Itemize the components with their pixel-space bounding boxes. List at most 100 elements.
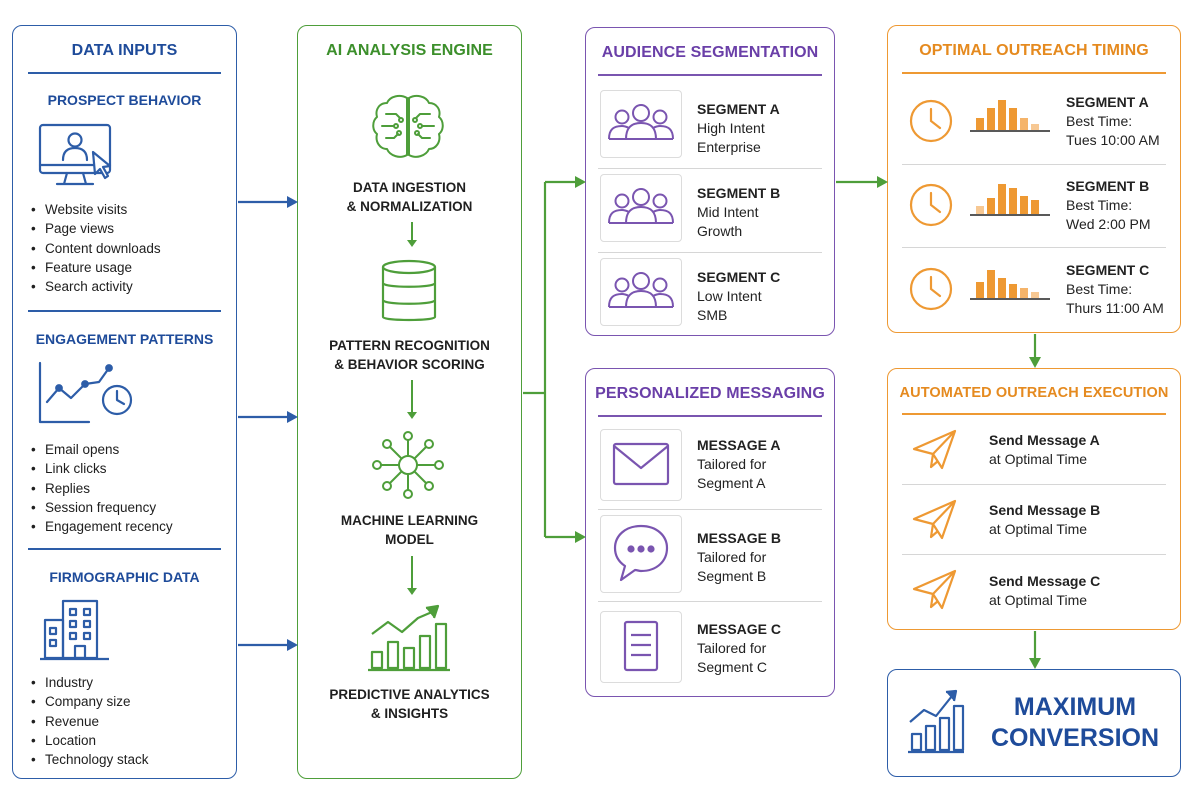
data-inputs-title: DATA INPUTS bbox=[71, 42, 178, 59]
item-divider bbox=[902, 554, 1166, 555]
growth-chart-icon bbox=[906, 688, 966, 761]
message-line: Tailored for bbox=[697, 640, 767, 656]
paper-plane-icon bbox=[912, 429, 958, 476]
step-predictive-analytics: PREDICTIVE ANALYTICS & INSIGHTS bbox=[298, 685, 521, 723]
timing-label: Best Time: bbox=[1066, 281, 1133, 297]
execution-subtitle: at Optimal Time bbox=[989, 451, 1088, 467]
segment-tier: Enterprise bbox=[697, 139, 761, 155]
user-group-icon bbox=[600, 174, 682, 242]
list-item: Session frequency bbox=[31, 498, 173, 517]
list-item: Content downloads bbox=[31, 239, 161, 258]
list-item: Link clicks bbox=[31, 459, 173, 478]
segment-intent: Low Intent bbox=[697, 288, 762, 304]
list-item: Company size bbox=[31, 692, 149, 711]
conversion-line: CONVERSION bbox=[990, 724, 1160, 752]
list-item: Page views bbox=[31, 219, 161, 238]
title-divider bbox=[598, 415, 822, 417]
arrowhead bbox=[287, 411, 298, 423]
optimal-outreach-timing-panel: OPTIMAL OUTREACH TIMING SEGMENT A Best T… bbox=[887, 25, 1181, 333]
envelope-icon bbox=[600, 429, 682, 501]
personalized-messaging-panel: PERSONALIZED MESSAGING MESSAGE A Tailore… bbox=[585, 368, 835, 697]
timing-segment-c-text: SEGMENT C Best Time: Thurs 11:00 AM bbox=[1066, 261, 1164, 318]
message-c-text: MESSAGE C Tailored for Segment C bbox=[697, 620, 781, 677]
item-divider bbox=[902, 164, 1166, 165]
execution-a-text: Send Message A at Optimal Time bbox=[989, 431, 1100, 469]
step-label-line: DATA INGESTION bbox=[353, 180, 466, 195]
title-divider bbox=[902, 72, 1166, 74]
segment-intent: High Intent bbox=[697, 120, 765, 136]
step-label-line: & BEHAVIOR SCORING bbox=[334, 357, 485, 372]
message-line: Tailored for bbox=[697, 456, 767, 472]
step-label-line: MACHINE LEARNING bbox=[340, 513, 479, 528]
execution-title: Send Message B bbox=[989, 502, 1101, 518]
execution-title: Send Message A bbox=[989, 432, 1100, 448]
clock-icon bbox=[908, 266, 954, 317]
execution-title: Send Message C bbox=[989, 573, 1101, 589]
clock-icon bbox=[908, 98, 954, 149]
timing-segment-title: SEGMENT C bbox=[1066, 262, 1150, 278]
brain-circuit-icon bbox=[370, 92, 446, 169]
conversion-line: MAXIMUM bbox=[1013, 693, 1137, 721]
database-icon bbox=[380, 259, 438, 330]
list-item: Email opens bbox=[31, 440, 173, 459]
message-b-text: MESSAGE B Tailored for Segment B bbox=[697, 529, 781, 586]
timing-segment-title: SEGMENT A bbox=[1066, 94, 1149, 110]
ai-engine-title: AI ANALYSIS ENGINE bbox=[326, 42, 493, 59]
message-title: MESSAGE C bbox=[697, 621, 782, 637]
timing-segment-b-text: SEGMENT B Best Time: Wed 2:00 PM bbox=[1066, 177, 1151, 234]
item-divider bbox=[598, 168, 822, 169]
neural-network-icon bbox=[368, 428, 448, 507]
arrow-down-icon bbox=[406, 380, 418, 425]
audience-segmentation-panel: AUDIENCE SEGMENTATION SEGMENT A High Int… bbox=[585, 27, 835, 336]
list-item: Feature usage bbox=[31, 258, 161, 277]
input-arrows bbox=[238, 200, 290, 647]
list-item: Location bbox=[31, 731, 149, 750]
step-label-line: PATTERN RECOGNITION bbox=[329, 338, 490, 353]
step-label-line: MODEL bbox=[385, 532, 434, 547]
list-item: Replies bbox=[31, 479, 173, 498]
list-item: Revenue bbox=[31, 712, 149, 731]
execution-b-text: Send Message B at Optimal Time bbox=[989, 501, 1100, 539]
list-item: Industry bbox=[31, 673, 149, 692]
item-divider bbox=[598, 601, 822, 602]
audience-segmentation-title: AUDIENCE SEGMENTATION bbox=[601, 44, 819, 61]
step-label-line: & NORMALIZATION bbox=[346, 199, 473, 214]
office-building-icon bbox=[39, 598, 111, 667]
step-label-line: & INSIGHTS bbox=[370, 706, 449, 721]
list-item: Website visits bbox=[31, 200, 161, 219]
segment-title: SEGMENT C bbox=[697, 269, 781, 285]
execution-subtitle: at Optimal Time bbox=[989, 521, 1088, 537]
timing-segment-a-text: SEGMENT A Best Time: Tues 10:00 AM bbox=[1066, 93, 1160, 150]
bar-histogram-icon bbox=[968, 266, 1052, 307]
timing-segment-title: SEGMENT B bbox=[1066, 178, 1150, 194]
data-inputs-panel: DATA INPUTS PROSPECT BEHAVIOR Website vi… bbox=[12, 25, 237, 779]
timing-label: Best Time: bbox=[1066, 197, 1133, 213]
timing-label: Best Time: bbox=[1066, 113, 1133, 129]
document-icon bbox=[600, 611, 682, 683]
timing-value: Wed 2:00 PM bbox=[1066, 216, 1151, 232]
optimal-outreach-timing-title: OPTIMAL OUTREACH TIMING bbox=[919, 42, 1149, 59]
message-segment: Segment C bbox=[697, 659, 768, 675]
green-arrowheads bbox=[575, 176, 1041, 669]
bar-histogram-icon bbox=[968, 98, 1052, 139]
title-divider bbox=[902, 413, 1166, 415]
chat-bubble-icon bbox=[600, 515, 682, 593]
personalized-messaging-title: PERSONALIZED MESSAGING bbox=[595, 385, 825, 402]
segment-a-text: SEGMENT A High Intent Enterprise bbox=[697, 100, 780, 157]
item-divider bbox=[598, 509, 822, 510]
engagement-patterns-list: Email opens Link clicks Replies Session … bbox=[31, 440, 173, 536]
arrow-down-icon bbox=[406, 222, 418, 253]
execution-subtitle: at Optimal Time bbox=[989, 592, 1088, 608]
title-divider bbox=[28, 72, 221, 74]
input-arrowheads bbox=[287, 196, 298, 651]
firmographic-data-title: FIRMOGRAPHIC DATA bbox=[49, 569, 200, 585]
item-divider bbox=[598, 252, 822, 253]
arrowhead bbox=[877, 176, 888, 188]
segment-tier: SMB bbox=[697, 307, 728, 323]
segment-c-text: SEGMENT C Low Intent SMB bbox=[697, 268, 780, 325]
arrowhead bbox=[287, 196, 298, 208]
arrowhead bbox=[287, 639, 298, 651]
arrowhead bbox=[1029, 357, 1041, 368]
arrowhead bbox=[575, 531, 586, 543]
computer-user-cursor-icon bbox=[37, 122, 117, 195]
